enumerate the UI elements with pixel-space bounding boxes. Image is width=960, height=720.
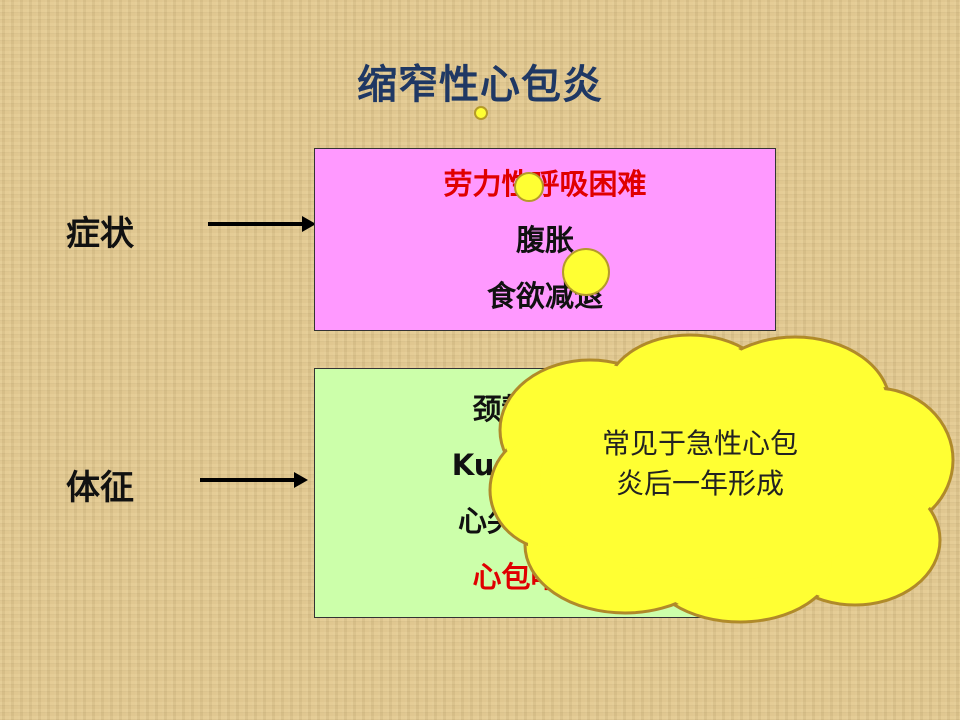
slide-title: 缩窄性心包炎 [357, 62, 603, 108]
cloud-callout-text: 常见于急性心包 炎后一年形成 [560, 424, 840, 504]
arrow-right-icon [200, 472, 308, 488]
symptoms-box: 劳力性呼吸困难 腹胀 食欲减退 [314, 148, 776, 331]
symptom-item: 腹胀 [515, 222, 574, 257]
callout-line: 常见于急性心包 [601, 427, 798, 460]
bullet-dot [514, 172, 544, 202]
symptoms-label: 症状 [66, 214, 134, 254]
bullet-dot [474, 106, 488, 120]
symptom-item: 劳力性呼吸困难 [443, 166, 647, 201]
signs-label: 体征 [66, 468, 134, 508]
arrow-right-icon [208, 216, 316, 232]
bullet-dot [562, 248, 610, 296]
cloud-callout-shape [488, 333, 955, 624]
callout-line: 炎后一年形成 [615, 467, 784, 500]
